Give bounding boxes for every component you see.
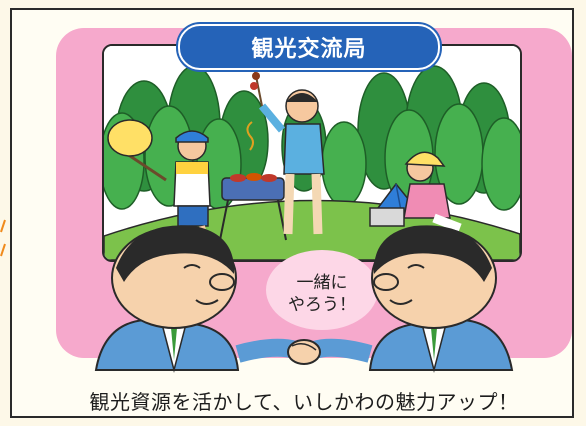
- side-orange-mark: [0, 218, 6, 264]
- speech-bubble-line2: やろう！: [288, 295, 356, 315]
- speech-bubble-line1: 一緒に: [296, 273, 348, 293]
- camping-scene: [102, 44, 522, 262]
- speech-bubble-text: 一緒に やろう！: [277, 272, 367, 316]
- page-title: 観光交流局: [178, 24, 440, 70]
- caption-text: 観光資源を活かして、いしかわの魅力アップ！: [89, 390, 519, 414]
- illustration-frame: 観光交流局: [10, 8, 574, 418]
- handshake-illustration: [24, 220, 584, 380]
